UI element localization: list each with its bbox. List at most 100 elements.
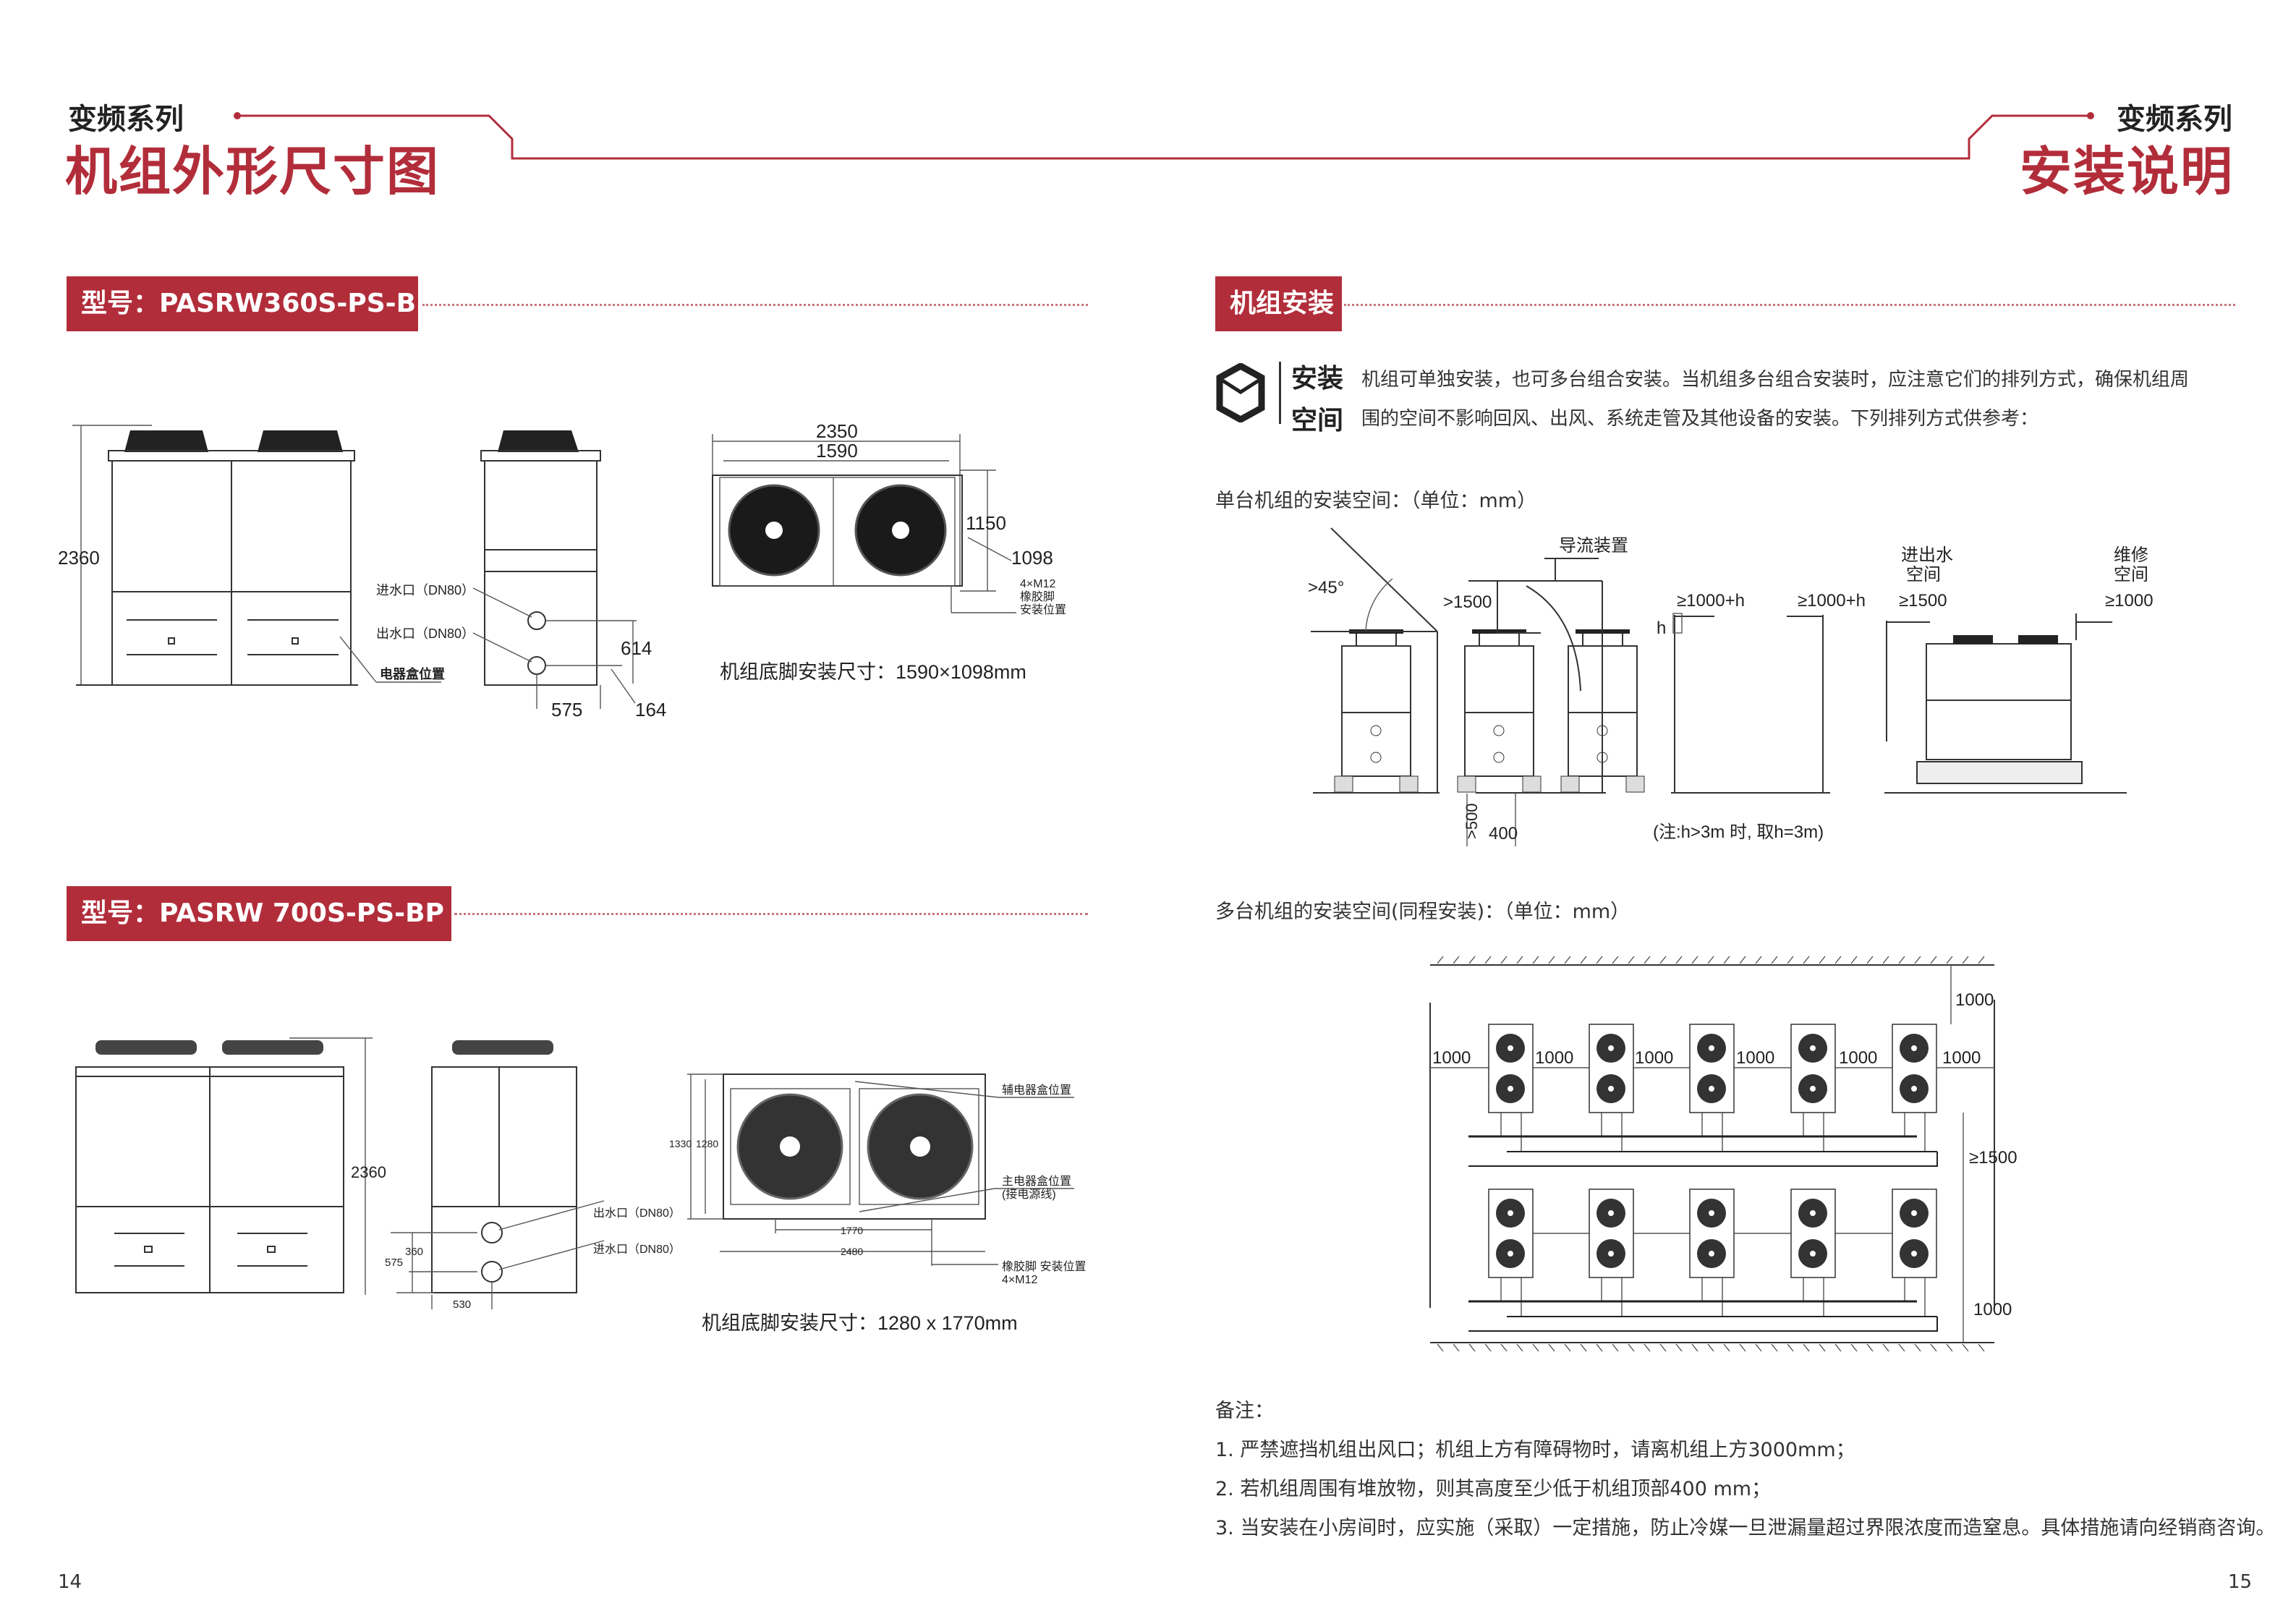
model1-drawing: 2360 电器盒位置 进水口（DN80） 出水口（DN80） 614 575 1…: [58, 420, 1066, 720]
wall-hatch: [1691, 956, 1698, 964]
gap-label: 1000: [1839, 1048, 1877, 1068]
unit-top-view: [1589, 1024, 1634, 1152]
wall-hatch: [1803, 956, 1810, 964]
gap-label: 1000: [1432, 1048, 1471, 1068]
water-port: [1370, 725, 1382, 736]
top-gap-label: 1000: [1955, 990, 1994, 1010]
unit-top-view: [1892, 1189, 1937, 1317]
multi-install-diagram: 1000 1000 1000 1000 1000 1000 1000 ≥1500…: [1429, 956, 2017, 1352]
wall-hatch: [1882, 956, 1889, 964]
fan-hub: [1911, 1045, 1917, 1051]
page-number-right: 15: [2228, 1571, 2253, 1593]
wall-hatch: [1771, 1343, 1778, 1352]
model2-drawing: 2360 360 575 530 出水口（DN80） 进水口（DN80） 133…: [75, 1037, 1086, 1334]
wall-hatch: [1564, 1343, 1571, 1352]
unit-top-view: [1488, 1189, 1534, 1317]
wall-hatch: [1453, 1343, 1460, 1352]
wall-hatch: [1468, 956, 1476, 964]
fan-hub: [1508, 1210, 1513, 1216]
section-tag: 机组安装: [1215, 276, 1342, 331]
unit-base: [1399, 775, 1419, 793]
wall-hatch: [1516, 956, 1523, 964]
unit-top-view: [1689, 1024, 1735, 1152]
wall-hatch: [1866, 956, 1874, 964]
wall-hatch: [1819, 956, 1826, 964]
fan-hub: [1810, 1251, 1816, 1257]
wall-hatch: [1978, 1343, 1985, 1352]
water-space-1: 进出水: [1901, 545, 1953, 565]
water-port: [1493, 725, 1505, 736]
wall-hatch: [1707, 956, 1714, 964]
foot-note-3: 安装位置: [1020, 603, 1066, 616]
dim-1770: 1770: [841, 1225, 863, 1236]
fan-hub: [1810, 1210, 1816, 1216]
gap-label: 1000: [1736, 1048, 1774, 1068]
dim-1590: 1590: [816, 440, 858, 462]
intro-line-2: 围的空间不影响回风、出风、系统走管及其他设备的安装。下列排列方式供参考：: [1361, 408, 2039, 430]
fan-hub: [1911, 1210, 1917, 1216]
main-box-label: 主电器盒位置: [1002, 1175, 1071, 1188]
fan-hub: [1810, 1045, 1816, 1051]
gap-label: 1000: [1535, 1048, 1573, 1068]
divider: [1344, 304, 2235, 306]
wall-hatch: [1580, 956, 1587, 964]
dim-1280: 1280: [696, 1138, 718, 1149]
divider: [454, 913, 1088, 915]
dim-1330: 1330: [669, 1138, 692, 1149]
top-1500: >1500: [1443, 592, 1492, 612]
caption-1: 机组底脚安装尺寸：1590×1098mm: [720, 661, 1026, 683]
wall-hatch: [1787, 1343, 1794, 1352]
bottom-gap-label: 1000: [1973, 1300, 2012, 1319]
aux-box-label: 辅电器盒位置: [1002, 1084, 1071, 1097]
unit-base: [1457, 775, 1476, 793]
note-3: 3. 当安装在小房间时，应实施（采取）一定措施，防止冷媒一旦泄漏量超过界限浓度而…: [1215, 1517, 2276, 1539]
foot-note: 橡胶脚 安装位置: [1002, 1260, 1086, 1273]
wall-hatch: [1596, 956, 1603, 964]
wall-hatch: [1580, 1343, 1587, 1352]
dim-2350: 2350: [816, 420, 858, 442]
wall-hatch: [1548, 956, 1555, 964]
unit-top-view: [1790, 1024, 1836, 1152]
wall-hatch: [1882, 1343, 1889, 1352]
front-view: 2360 电器盒位置: [58, 425, 445, 686]
fan-hub: [1911, 1251, 1917, 1257]
foot-note-1: 4×M12: [1020, 578, 1055, 590]
wall-hatch: [1707, 1343, 1714, 1352]
side-view: 进水口（DN80） 出水口（DN80） 614 575 164: [376, 430, 666, 720]
dim-2480: 2480: [841, 1246, 863, 1257]
wall-hatch: [1866, 1343, 1874, 1352]
top-view: 2350 1590 1150 1098 4×M12 橡胶脚 安装位置 机组底脚安…: [712, 420, 1066, 683]
wall-hatch: [1516, 1343, 1523, 1352]
dim-575: 575: [385, 1257, 403, 1269]
foot-spec: 4×M12: [1002, 1274, 1037, 1286]
wall-hatch: [1755, 956, 1762, 964]
header-rule: [234, 112, 2094, 160]
outlet-label: 出水口（DN80）: [593, 1207, 681, 1220]
wall-hatch: [1914, 956, 1921, 964]
inlet-label: 进水口（DN80）: [593, 1243, 681, 1256]
intro-head-1: 安装: [1291, 364, 1344, 394]
dim-360: 360: [405, 1246, 423, 1258]
wall-hatch: [1675, 1343, 1683, 1352]
unit-top-view: [1689, 1189, 1735, 1317]
wall-hatch: [1453, 956, 1460, 964]
wall-hatch: [1644, 956, 1651, 964]
water-space-2: 空间: [1906, 565, 1941, 584]
wall-hatch: [1437, 1343, 1444, 1352]
wall-hatch: [1930, 956, 1937, 964]
fan-hub: [1810, 1086, 1816, 1092]
dim-530: 530: [453, 1298, 471, 1311]
foot-note-2: 橡胶脚: [1020, 590, 1055, 603]
unit-fan-top: [1479, 632, 1520, 647]
side-view: 360 575 530 出水口（DN80） 进水口（DN80）: [385, 1040, 681, 1311]
note-1: 1. 严禁遮挡机组出风口；机组上方有障碍物时，请离机组上方3000mm；: [1215, 1439, 1855, 1461]
row-gap-label: ≥1500: [1969, 1148, 2017, 1168]
fan-hub: [1508, 1045, 1513, 1051]
single-install-diagram: >45° >1500 导流装置 >500 400 ≥1000+h ≥1000+h…: [1308, 527, 2153, 846]
angle-label: >45°: [1308, 578, 1344, 598]
header-pipe: [1468, 1317, 1938, 1332]
wall-hatch: [1500, 956, 1508, 964]
model-tag-1: 型号：PASRW360S-PS-BP: [67, 276, 435, 331]
wall-hatch: [1914, 1343, 1921, 1352]
wall-hatch: [1755, 1343, 1762, 1352]
